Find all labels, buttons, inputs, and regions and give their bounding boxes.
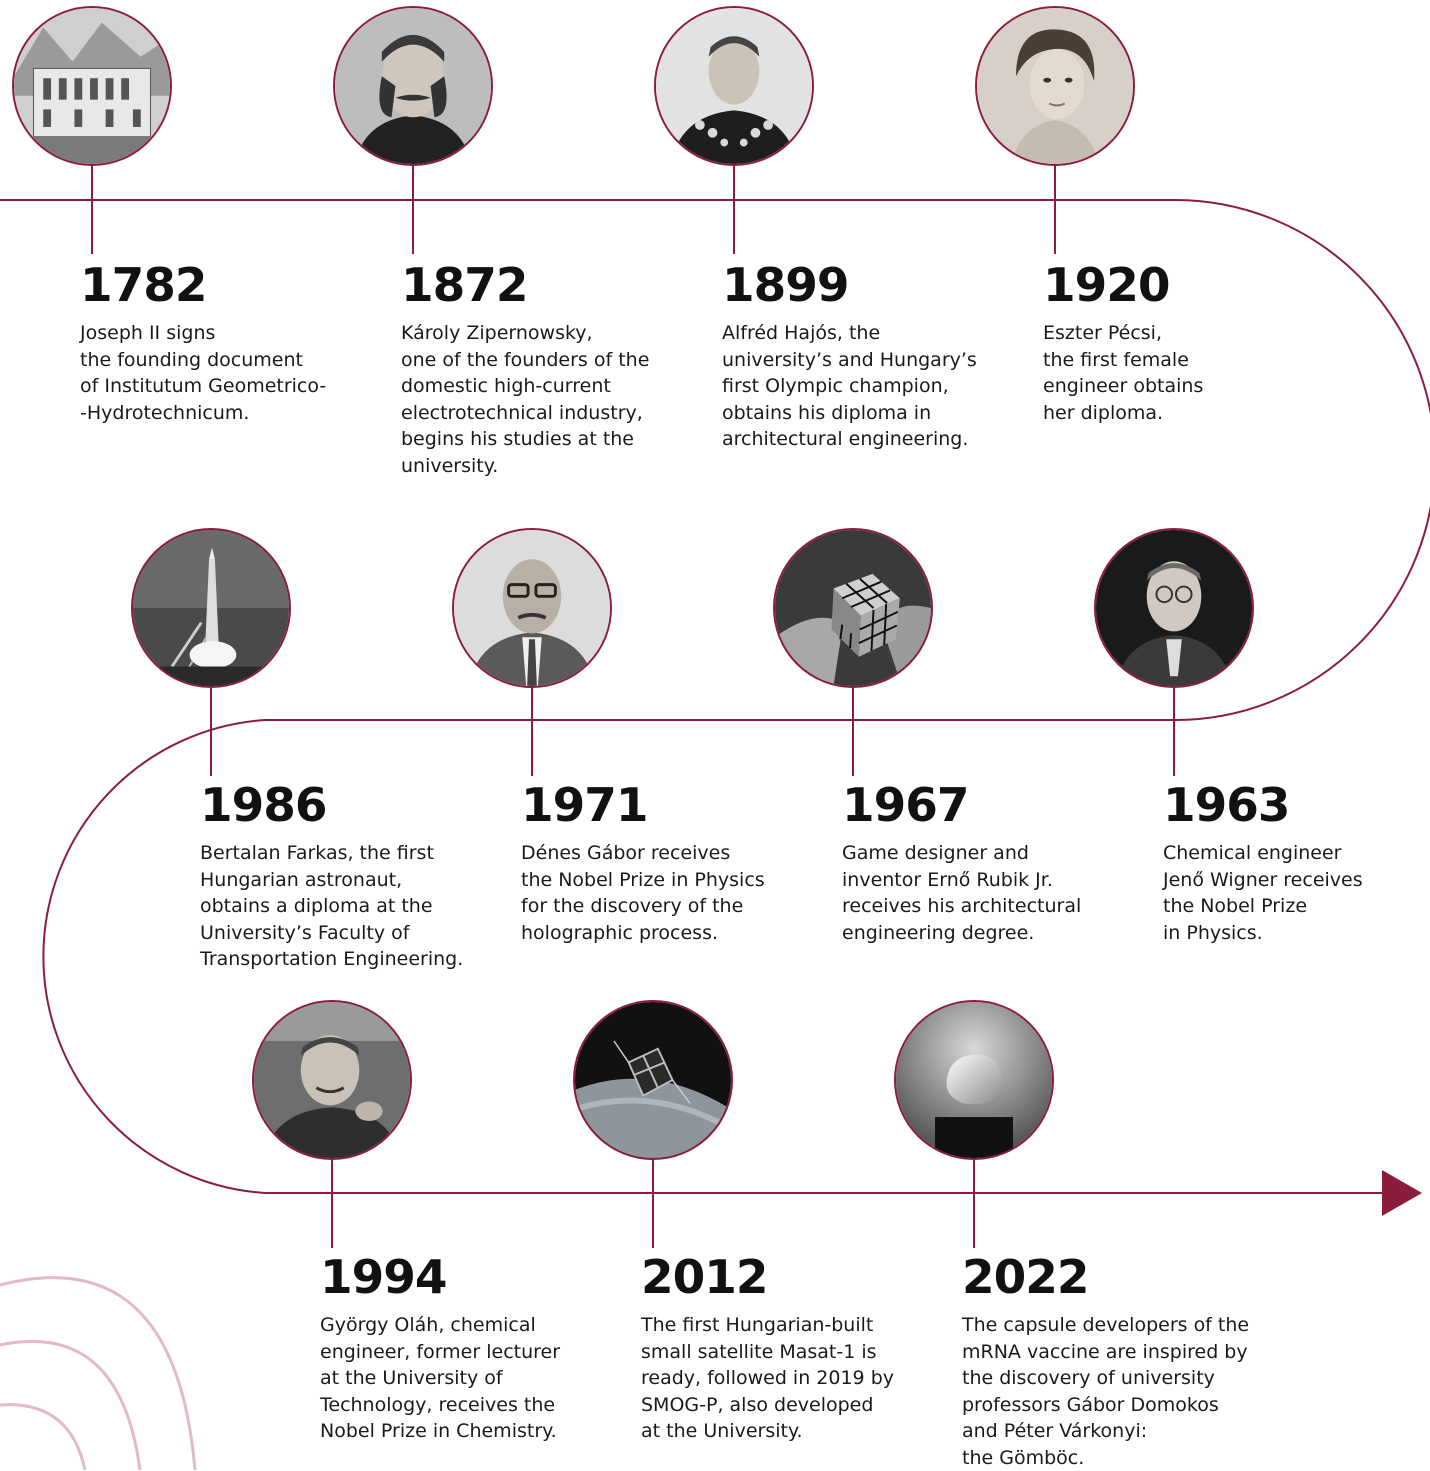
connector-1971	[531, 688, 533, 776]
connector-1967	[852, 688, 854, 776]
photo-gabor	[452, 528, 612, 688]
photo-olah	[252, 1000, 412, 1160]
milestone-year-2012: 2012	[641, 1250, 769, 1304]
milestone-year-1986: 1986	[200, 778, 328, 832]
milestone-text-1994: György Oláh, chemical engineer, former l…	[320, 1314, 561, 1442]
connector-1963	[1173, 688, 1175, 776]
milestone-text-1963: Chemical engineer Jenő Wigner receives t…	[1163, 842, 1363, 944]
timeline-arrow-icon	[1382, 1170, 1422, 1216]
milestone-text-1920: Eszter Pécsi, the first female engineer …	[1043, 322, 1204, 424]
photo-gomboc	[894, 1000, 1054, 1160]
milestone-year-1994: 1994	[320, 1250, 448, 1304]
connector-1899	[733, 166, 735, 254]
milestone-year-1872: 1872	[401, 258, 529, 312]
milestone-year-1971: 1971	[521, 778, 649, 832]
milestone-text-1782: Joseph II signs the founding document of…	[80, 322, 327, 424]
connector-1920	[1054, 166, 1056, 254]
photo-university-building	[12, 6, 172, 166]
milestone-text-2012: The first Hungarian-built small satellit…	[641, 1314, 894, 1442]
timeline-line	[0, 199, 1430, 1194]
photo-satellite	[573, 1000, 733, 1160]
photo-hajos	[654, 6, 814, 166]
milestone-year-1899: 1899	[722, 258, 850, 312]
milestone-year-1967: 1967	[842, 778, 970, 832]
milestone-text-1971: Dénes Gábor receives the Nobel Prize in …	[521, 842, 765, 944]
connector-2022	[973, 1160, 975, 1248]
photo-rubiks-cube	[773, 528, 933, 688]
connector-1782	[91, 166, 93, 254]
photo-zipernowsky	[333, 6, 493, 166]
photo-pecsi	[975, 6, 1135, 166]
milestone-text-2022: The capsule developers of the mRNA vacci…	[962, 1314, 1250, 1469]
milestone-text-1872: Károly Zipernowsky, one of the founders …	[401, 322, 650, 477]
connector-1986	[210, 688, 212, 776]
milestone-text-1986: Bertalan Farkas, the first Hungarian ast…	[200, 842, 464, 970]
milestone-year-2022: 2022	[962, 1250, 1090, 1304]
photo-wigner	[1094, 528, 1254, 688]
connector-1872	[412, 166, 414, 254]
milestone-year-1782: 1782	[80, 258, 208, 312]
connector-2012	[652, 1160, 654, 1248]
connector-1994	[331, 1160, 333, 1248]
milestone-year-1963: 1963	[1163, 778, 1291, 832]
milestone-text-1899: Alfréd Hajós, the university’s and Hunga…	[722, 322, 977, 450]
milestone-year-1920: 1920	[1043, 258, 1171, 312]
decorative-arcs	[0, 1276, 197, 1470]
photo-rocket-launch	[131, 528, 291, 688]
milestone-text-1967: Game designer and inventor Ernő Rubik Jr…	[842, 842, 1082, 944]
